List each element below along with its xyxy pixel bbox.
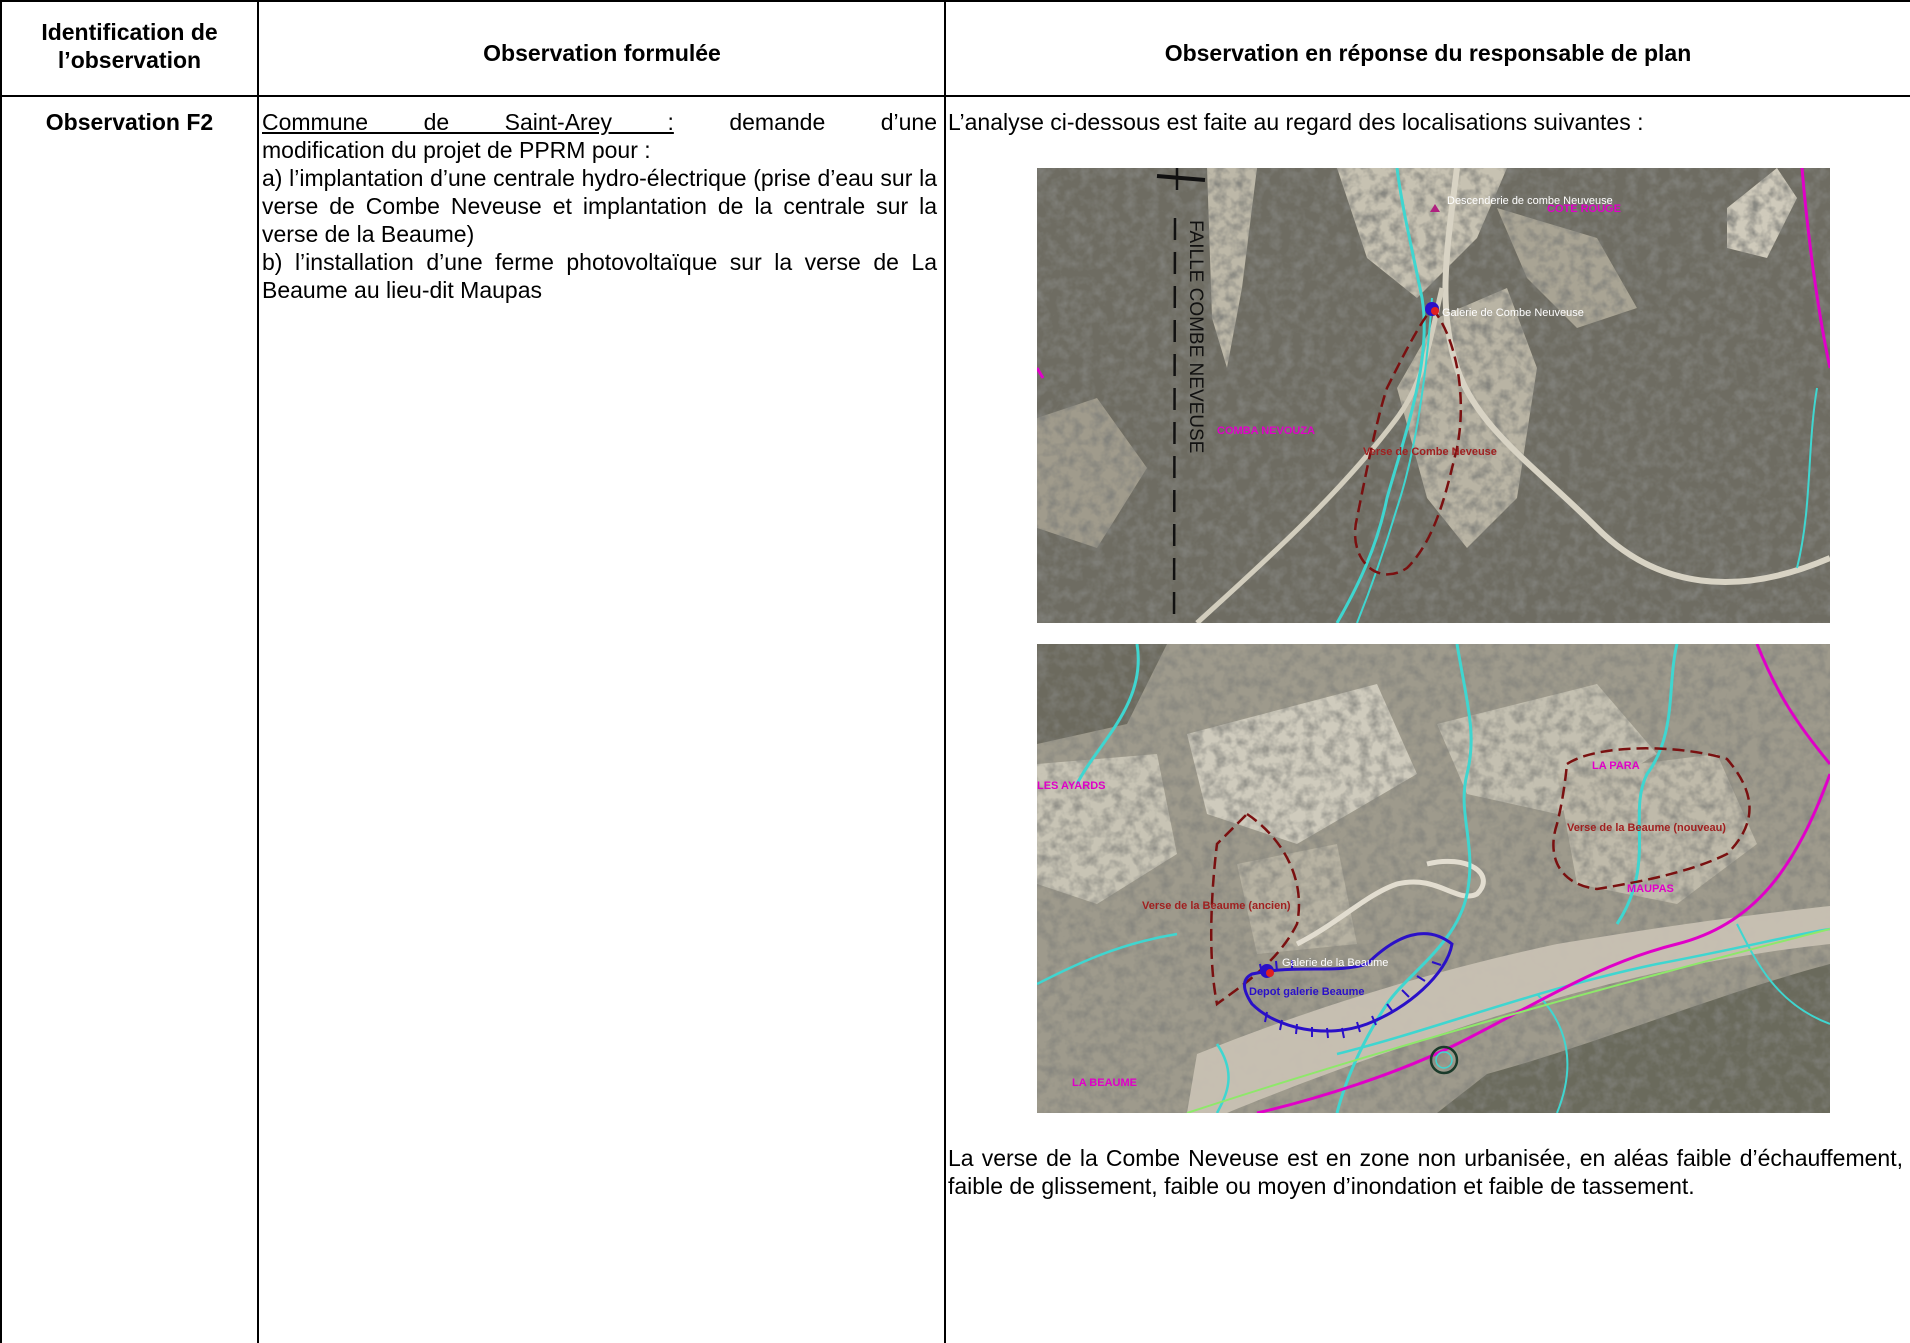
fault-line — [1172, 168, 1179, 623]
response-conclusion: La verse de la Combe Neveuse est en zone… — [948, 1144, 1903, 1200]
depot-hatching — [1259, 960, 1442, 1039]
depot-outline — [1243, 932, 1454, 1033]
table-header-divider — [0, 95, 1910, 97]
label-la-para: LA PARA — [1592, 760, 1640, 772]
circle-symbol — [1429, 1045, 1459, 1075]
map-combe-neveuse-svg: Descenderie de combe Neuveuse COTE ROUGE… — [1037, 168, 1830, 623]
table-border-left — [0, 0, 2, 1343]
table-border-top — [0, 0, 1910, 2]
observation-item-a: a) l’implantation d’une centrale hydro-é… — [262, 165, 937, 247]
label-verse-nouveau: Verse de la Beaume (nouveau) — [1567, 822, 1726, 834]
label-cote-rouge: COTE ROUGE — [1547, 203, 1621, 215]
commune-name: Commune de Saint-Arey : — [262, 109, 674, 135]
label-galerie-beaume: Galerie de la Beaume — [1282, 957, 1388, 969]
table-divider-col1 — [257, 0, 259, 1343]
verse-nouveau-outline — [1552, 747, 1751, 891]
verse-ancien-outline — [1210, 812, 1301, 1007]
map-combe-neveuse: Descenderie de combe Neuveuse COTE ROUGE… — [1037, 168, 1830, 623]
label-galerie-combe: Galerie de Combe Neuveuse — [1442, 307, 1584, 319]
verse-combe-neveuse-outline — [1353, 305, 1463, 576]
label-la-beaume: LA BEAUME — [1072, 1077, 1137, 1089]
header-response: Observation en réponse du responsable de… — [1164, 40, 1692, 66]
label-verse-ancien: Verse de la Beaume (ancien) — [1142, 900, 1291, 912]
map-la-beaume-svg: LES AYARDS LA PARA Verse de la Beaume (n… — [1037, 644, 1830, 1113]
observation-id: Observation F2 — [45, 109, 214, 135]
label-les-ayards: LES AYARDS — [1037, 780, 1105, 792]
map-la-beaume: LES AYARDS LA PARA Verse de la Beaume (n… — [1037, 644, 1830, 1113]
label-descenderie: Descenderie de combe Neuveuse — [1447, 195, 1613, 207]
observation-first-line: Commune de Saint-Arey : demande d’une — [262, 108, 937, 136]
response-conclusion-text: La verse de la Combe Neveuse est en zone… — [948, 1145, 1903, 1199]
label-maupas: MAUPAS — [1627, 883, 1674, 895]
header-identification: Identification de l’observation — [8, 18, 251, 74]
label-depot: Depot galerie Beaume — [1249, 986, 1365, 998]
observation-item-b: b) l’installation d’une ferme photovolta… — [262, 249, 937, 303]
response-intro: L’analyse ci-dessous est faite au regard… — [948, 109, 1644, 135]
table-divider-col2 — [944, 0, 946, 1343]
header-identification-line1: Identification de — [41, 19, 218, 45]
label-faille: FAILLE COMBE NEVEUSE — [1185, 220, 1206, 453]
label-verse-combe: Verse de Combe Neveuse — [1363, 446, 1497, 458]
descenderie-marker — [1430, 204, 1440, 212]
label-comba-nevouza: COMBA NEVOUZA — [1217, 425, 1315, 437]
observation-first-line-rest: demande d’une — [729, 109, 937, 135]
observation-line2: modification du projet de PPRM pour : — [262, 137, 651, 163]
header-identification-line2: l’observation — [57, 47, 202, 73]
header-observation: Observation formulée — [483, 40, 721, 66]
observation-text: Commune de Saint-Arey : demande d’une mo… — [262, 108, 937, 304]
